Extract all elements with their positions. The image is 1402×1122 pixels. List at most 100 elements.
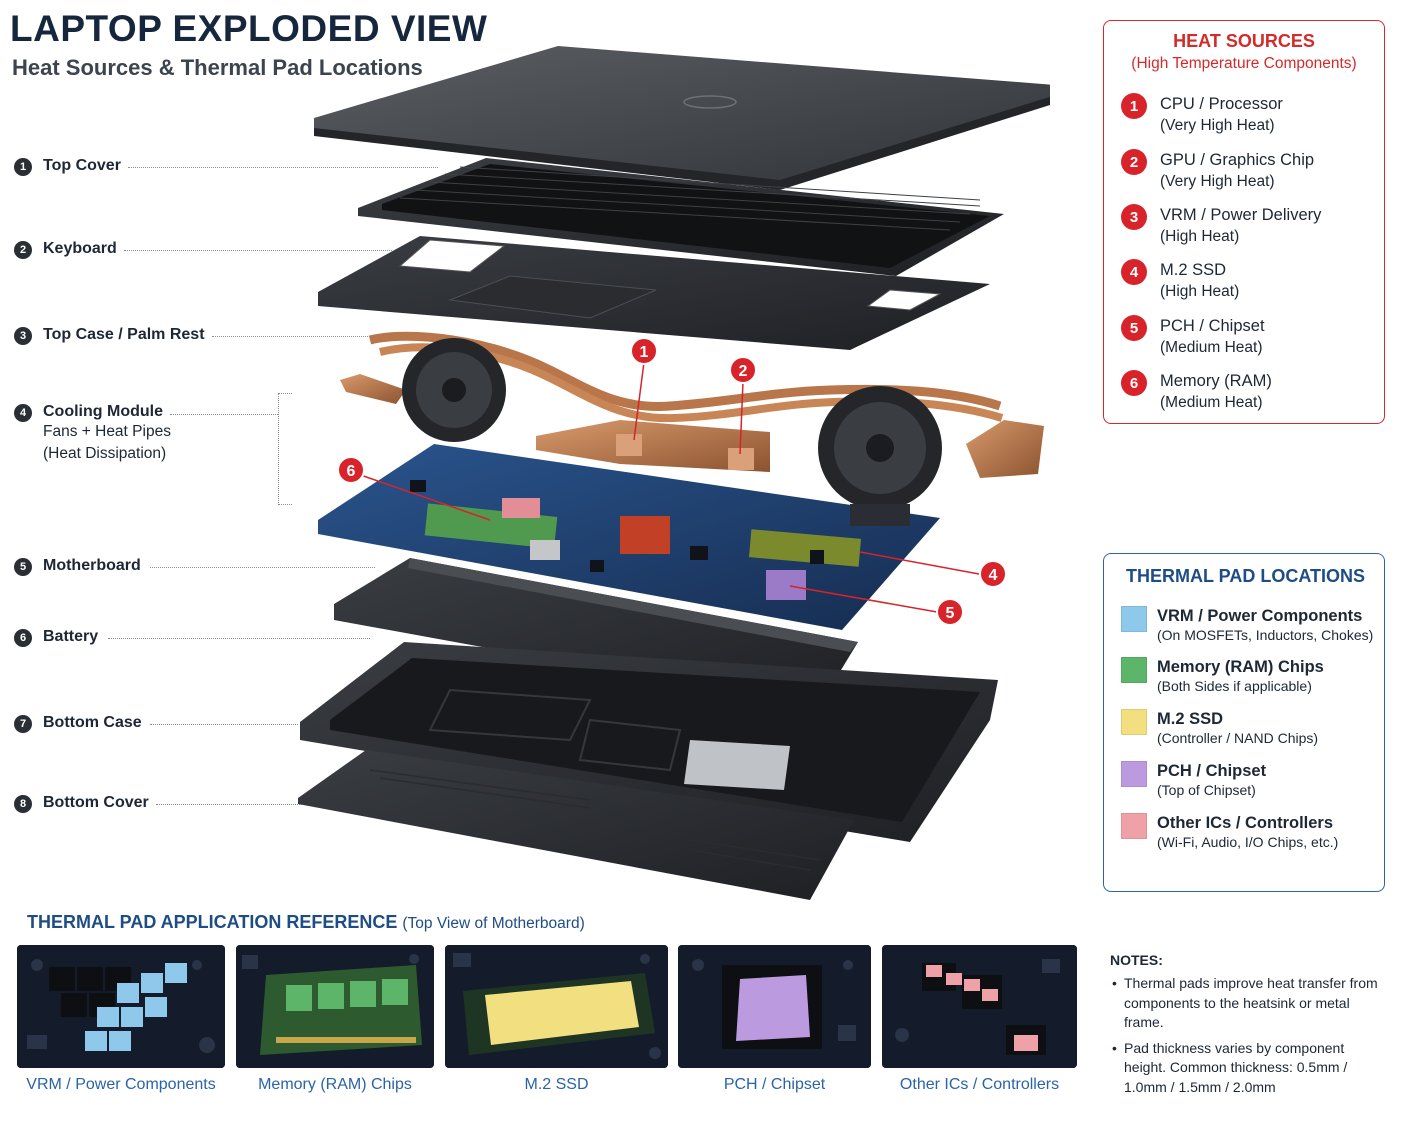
- thumb-pch: [678, 945, 871, 1068]
- keyboard-part: [358, 158, 1004, 276]
- heat-item: 3 VRM / Power Delivery (High Heat): [1121, 204, 1321, 248]
- thumb-label-pch: PCH / Chipset: [723, 1076, 826, 1093]
- heat-item: 1 CPU / Processor (Very High Heat): [1121, 93, 1283, 137]
- reference-title-sub: (Top View of Motherboard): [402, 915, 585, 932]
- heat-name: Memory (RAM): [1160, 372, 1272, 390]
- heat-item: 5 PCH / Chipset (Medium Heat): [1121, 315, 1265, 359]
- callout-2-marker: [729, 356, 757, 384]
- thermal-pad-panel: THERMAL PAD LOCATIONS VRM / Power Compon…: [1103, 553, 1385, 892]
- callout-4-marker: [979, 560, 1007, 588]
- callout-markers: [337, 337, 1007, 626]
- thumb-ram: [236, 945, 434, 1068]
- component-number: 6: [14, 629, 32, 647]
- component-number: 3: [14, 327, 32, 345]
- label-keyboard: 2 Keyboard: [14, 240, 117, 259]
- component-number: 2: [14, 241, 32, 259]
- thumb-label-other-ics: Other ICs / Controllers: [899, 1076, 1060, 1093]
- heat-sources-panel: HEAT SOURCES (High Temperature Component…: [1103, 20, 1385, 424]
- callout-6-label: 6: [347, 463, 356, 480]
- pad-desc: (On MOSFETs, Inductors, Chokes): [1157, 627, 1374, 643]
- callout-6-marker: [337, 456, 365, 484]
- heat-number: 5: [1121, 315, 1147, 341]
- page-subtitle: Heat Sources & Thermal Pad Locations: [12, 55, 423, 80]
- component-name: Top Case / Palm Rest: [43, 326, 205, 343]
- reference-title-main: THERMAL PAD APPLICATION REFERENCE: [27, 912, 398, 932]
- heat-number: 3: [1121, 204, 1147, 230]
- exploded-view-diagram: 1 2 6 4 5: [298, 46, 1050, 900]
- pad-name: PCH / Chipset: [1157, 762, 1267, 780]
- component-name: Cooling Module: [43, 403, 163, 420]
- thumb-vrm: [17, 945, 225, 1068]
- bottom-case-part: [300, 642, 998, 842]
- component-number: 7: [14, 715, 32, 733]
- notes-title: NOTES:: [1110, 952, 1163, 968]
- pad-desc: (Both Sides if applicable): [1157, 678, 1312, 694]
- label-battery: 6 Battery: [14, 628, 98, 647]
- heat-number: 1: [1121, 93, 1147, 119]
- pad-item: Other ICs / Controllers (Wi-Fi, Audio, I…: [1121, 813, 1338, 851]
- top-case-part: [318, 236, 990, 350]
- heat-item: 4 M.2 SSD (High Heat): [1121, 259, 1239, 303]
- component-number: 8: [14, 795, 32, 813]
- color-swatch: [1121, 606, 1147, 632]
- component-name: Keyboard: [43, 240, 117, 257]
- top-cover-part: [314, 46, 1050, 190]
- page-title: LAPTOP EXPLODED VIEW: [10, 8, 488, 49]
- notes-section: NOTES: Thermal pads improve heat transfe…: [1110, 952, 1390, 1097]
- component-name: Top Cover: [43, 157, 121, 174]
- heat-level: (Medium Heat): [1160, 394, 1263, 411]
- note-item: Thermal pads improve heat transfer from …: [1110, 974, 1390, 1033]
- heat-level: (Very High Heat): [1160, 173, 1275, 190]
- pad-item: PCH / Chipset (Top of Chipset): [1121, 761, 1266, 799]
- thumb-label-ram: Memory (RAM) Chips: [258, 1076, 412, 1093]
- thermal-pad-title: THERMAL PAD LOCATIONS: [1126, 566, 1365, 586]
- heat-name: M.2 SSD: [1160, 261, 1227, 279]
- heat-item: 6 Memory (RAM) (Medium Heat): [1121, 370, 1272, 414]
- leader-line: [128, 167, 438, 168]
- callout-5-label: 5: [946, 605, 955, 622]
- pad-name: VRM / Power Components: [1157, 607, 1363, 625]
- callout-1-label: 1: [640, 344, 649, 361]
- component-name: Battery: [43, 628, 99, 645]
- label-cooling-module: 4 Cooling Module Fans + Heat Pipes (Heat…: [14, 403, 171, 465]
- color-swatch: [1121, 813, 1147, 839]
- heat-name: PCH / Chipset: [1160, 317, 1265, 335]
- component-number: 4: [14, 404, 32, 422]
- callout-2-label: 2: [739, 363, 748, 380]
- leader-line: [124, 250, 392, 251]
- heat-name: CPU / Processor: [1160, 95, 1283, 113]
- component-sub: (Heat Dissipation): [43, 445, 167, 462]
- heat-sources-subtitle: (High Temperature Components): [1131, 55, 1357, 72]
- leader-line: [156, 804, 362, 805]
- ram-thumbnail-image: [236, 945, 434, 1068]
- cooling-module-part: [340, 331, 1044, 510]
- heat-level: (Very High Heat): [1160, 117, 1275, 134]
- thumb-label-ssd: M.2 SSD: [524, 1076, 589, 1093]
- callout-1-marker: [630, 337, 658, 365]
- vrm-thumbnail-image: [17, 945, 225, 1068]
- color-swatch: [1121, 709, 1147, 735]
- heat-level: (High Heat): [1160, 228, 1240, 245]
- heat-sources-title: HEAT SOURCES: [1173, 31, 1315, 51]
- label-motherboard: 5 Motherboard: [14, 557, 141, 576]
- note-item: Pad thickness varies by component height…: [1110, 1039, 1390, 1098]
- reference-title: THERMAL PAD APPLICATION REFERENCE (Top V…: [27, 912, 585, 933]
- heat-level: (High Heat): [1160, 283, 1240, 300]
- pad-desc: (Wi-Fi, Audio, I/O Chips, etc.): [1157, 834, 1339, 850]
- other-ics-thumbnail-image: [882, 945, 1077, 1068]
- callout-5-marker: [936, 598, 964, 626]
- leader-line: [150, 724, 298, 725]
- color-swatch: [1121, 657, 1147, 683]
- component-number: 5: [14, 558, 32, 576]
- leader-line: [150, 567, 375, 568]
- color-swatch: [1121, 761, 1147, 787]
- heat-number: 6: [1121, 370, 1147, 396]
- motherboard-part: [318, 444, 940, 630]
- component-number: 1: [14, 158, 32, 176]
- heat-level: (Medium Heat): [1160, 339, 1263, 356]
- pch-thumbnail-image: [678, 945, 871, 1068]
- pad-item: VRM / Power Components (On MOSFETs, Indu…: [1121, 606, 1373, 644]
- heat-number: 4: [1121, 259, 1147, 285]
- pad-item: M.2 SSD (Controller / NAND Chips): [1121, 709, 1318, 747]
- pad-item: Memory (RAM) Chips (Both Sides if applic…: [1121, 657, 1324, 695]
